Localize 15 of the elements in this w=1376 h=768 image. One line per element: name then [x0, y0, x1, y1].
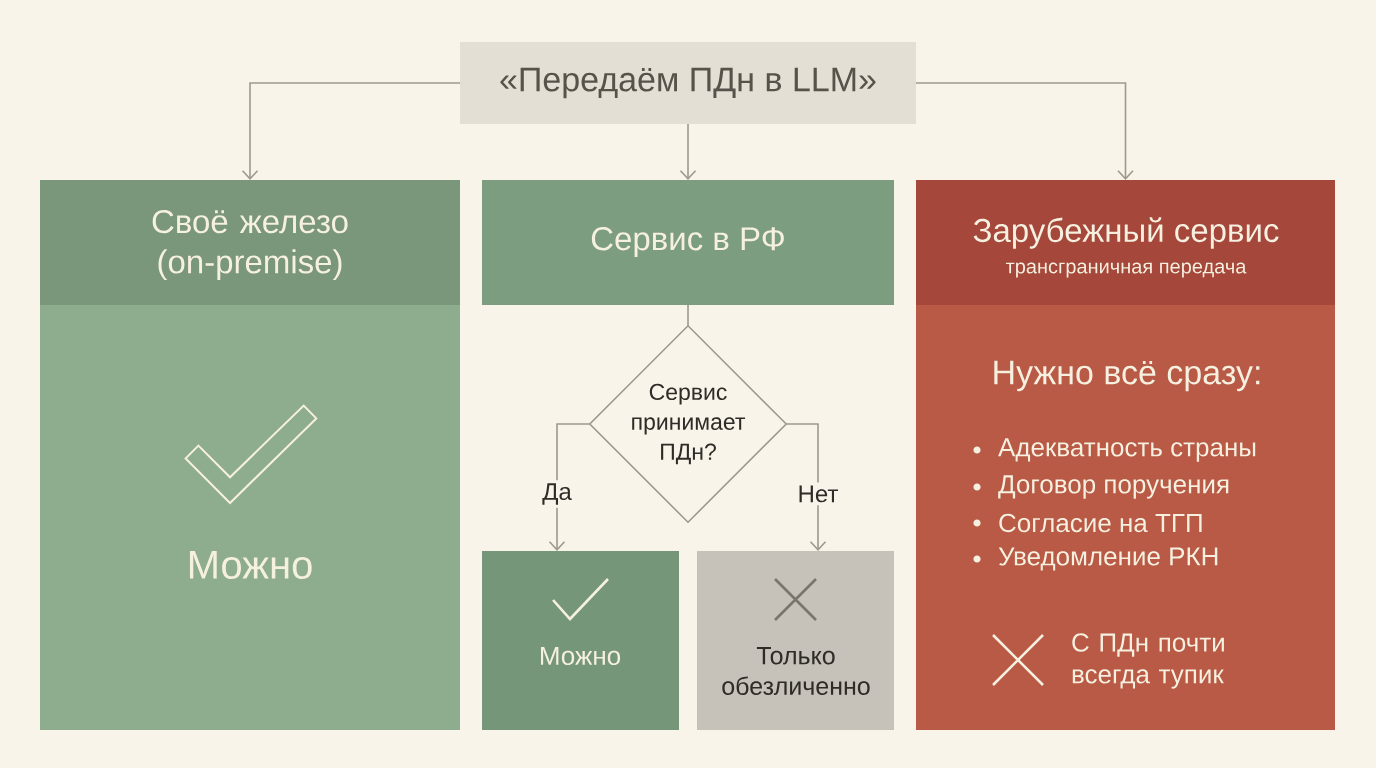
result-panel: Можно: [40, 305, 460, 730]
panel-heading: Нужно всё сразу:: [994, 360, 1260, 392]
header-subtitle: трансграничная передача: [1005, 262, 1247, 278]
result-box: Только обезличенно: [697, 551, 894, 730]
header-title: Зарубежный сервис: [973, 217, 1279, 249]
result-box: Можно: [482, 551, 679, 730]
list-item: Договор поручения: [998, 475, 1229, 499]
note-text: С ПДн почти всегда тупик: [1072, 633, 1224, 689]
list-item: Адекватность страны: [998, 438, 1256, 462]
list-item: Уведомление РКН: [998, 547, 1218, 571]
edge-label: Да: [539, 480, 575, 508]
column-header: Сервис в РФ: [482, 180, 894, 305]
topic-box: «Передаём ПДн в LLM»: [460, 42, 916, 124]
list-item: Согласие на ТГП: [999, 513, 1202, 533]
column-header: Своё железо (on-premise): [40, 180, 460, 305]
